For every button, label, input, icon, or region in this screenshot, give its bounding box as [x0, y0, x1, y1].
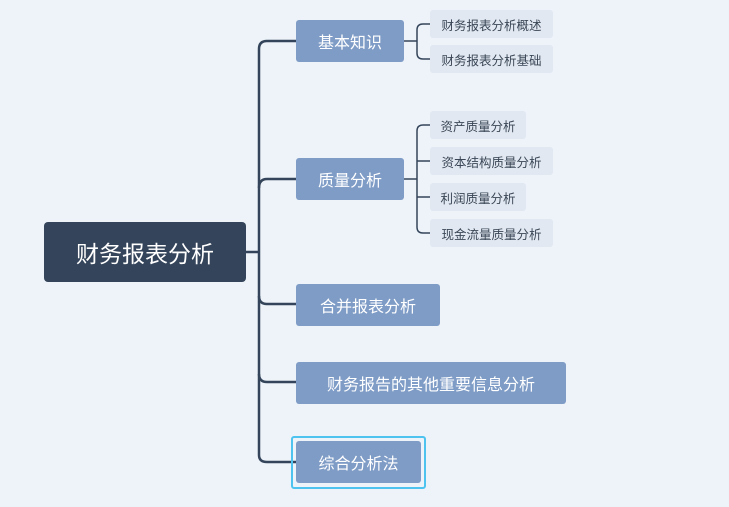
branch-connector-1: [257, 39, 296, 50]
branch-consolidated-statements[interactable]: 合并报表分析: [296, 284, 440, 326]
leaf-capital-structure-quality[interactable]: 资本结构质量分析: [430, 147, 553, 175]
leaf-connector-1a: [416, 23, 430, 41]
leaf-overview[interactable]: 财务报表分析概述: [430, 10, 553, 38]
branch-connector-5: [257, 454, 296, 464]
leaf-connector-2d: [416, 226, 430, 234]
branch-connector-2: [257, 177, 296, 189]
branch-basic-knowledge[interactable]: 基本知识: [296, 20, 404, 62]
leaf-connector-2a: [416, 124, 430, 132]
leaf-cashflow-quality[interactable]: 现金流量质量分析: [430, 219, 553, 247]
leaf-connector-1b: [416, 41, 430, 60]
branch-connector-4: [257, 373, 296, 384]
branch-other-report-info[interactable]: 财务报告的其他重要信息分析: [296, 362, 566, 404]
branch-quality-analysis[interactable]: 质量分析: [296, 158, 404, 200]
branch-connector-3: [257, 295, 296, 306]
leaf-asset-quality[interactable]: 资产质量分析: [430, 111, 526, 139]
leaf-fundamentals[interactable]: 财务报表分析基础: [430, 45, 553, 73]
selection-highlight: [291, 436, 426, 489]
leaf-profit-quality[interactable]: 利润质量分析: [430, 183, 526, 211]
root-node[interactable]: 财务报表分析: [44, 222, 246, 282]
branch-comprehensive-analysis[interactable]: 综合分析法: [296, 441, 421, 483]
